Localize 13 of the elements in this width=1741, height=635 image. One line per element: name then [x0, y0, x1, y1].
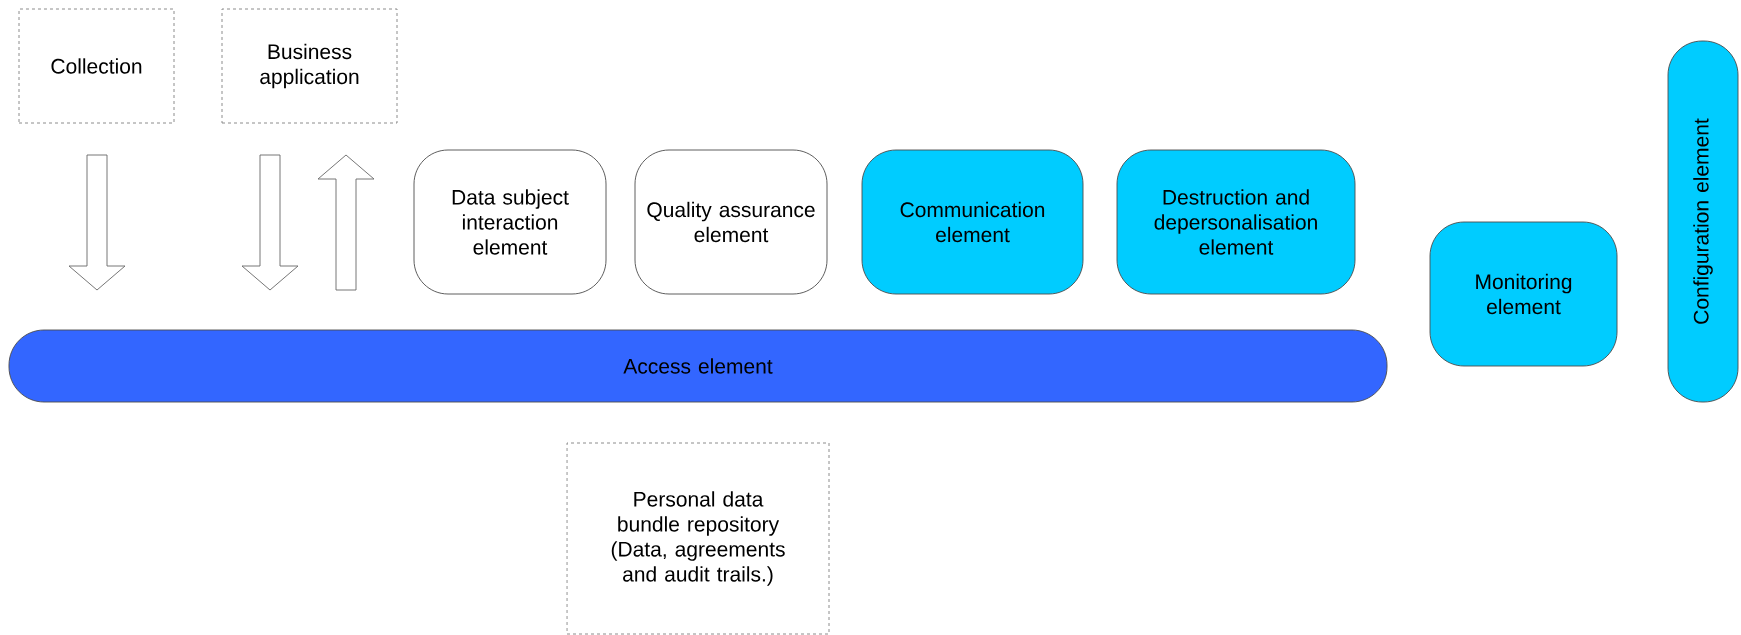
rounded-box: Quality assurance element: [634, 149, 828, 295]
rounded-bar: Access element: [8, 329, 1388, 403]
block-arrow: [68, 154, 126, 291]
dashed-box: Collection: [18, 8, 175, 124]
block-arrow: [241, 154, 299, 291]
rounded-box: Monitoring element: [1429, 221, 1618, 367]
block-arrow: [317, 154, 375, 291]
dashed-box: Business application: [221, 8, 398, 124]
dashed-box: Personal data bundle repository (Data, agreements and audit trails.): [566, 442, 830, 635]
rounded-box: Destruction and depersonalisation element: [1116, 149, 1356, 295]
rounded-bar: Configuration element: [1667, 40, 1739, 403]
rounded-box: Communication element: [861, 149, 1084, 295]
rounded-box: Data subject interaction element: [413, 149, 607, 295]
